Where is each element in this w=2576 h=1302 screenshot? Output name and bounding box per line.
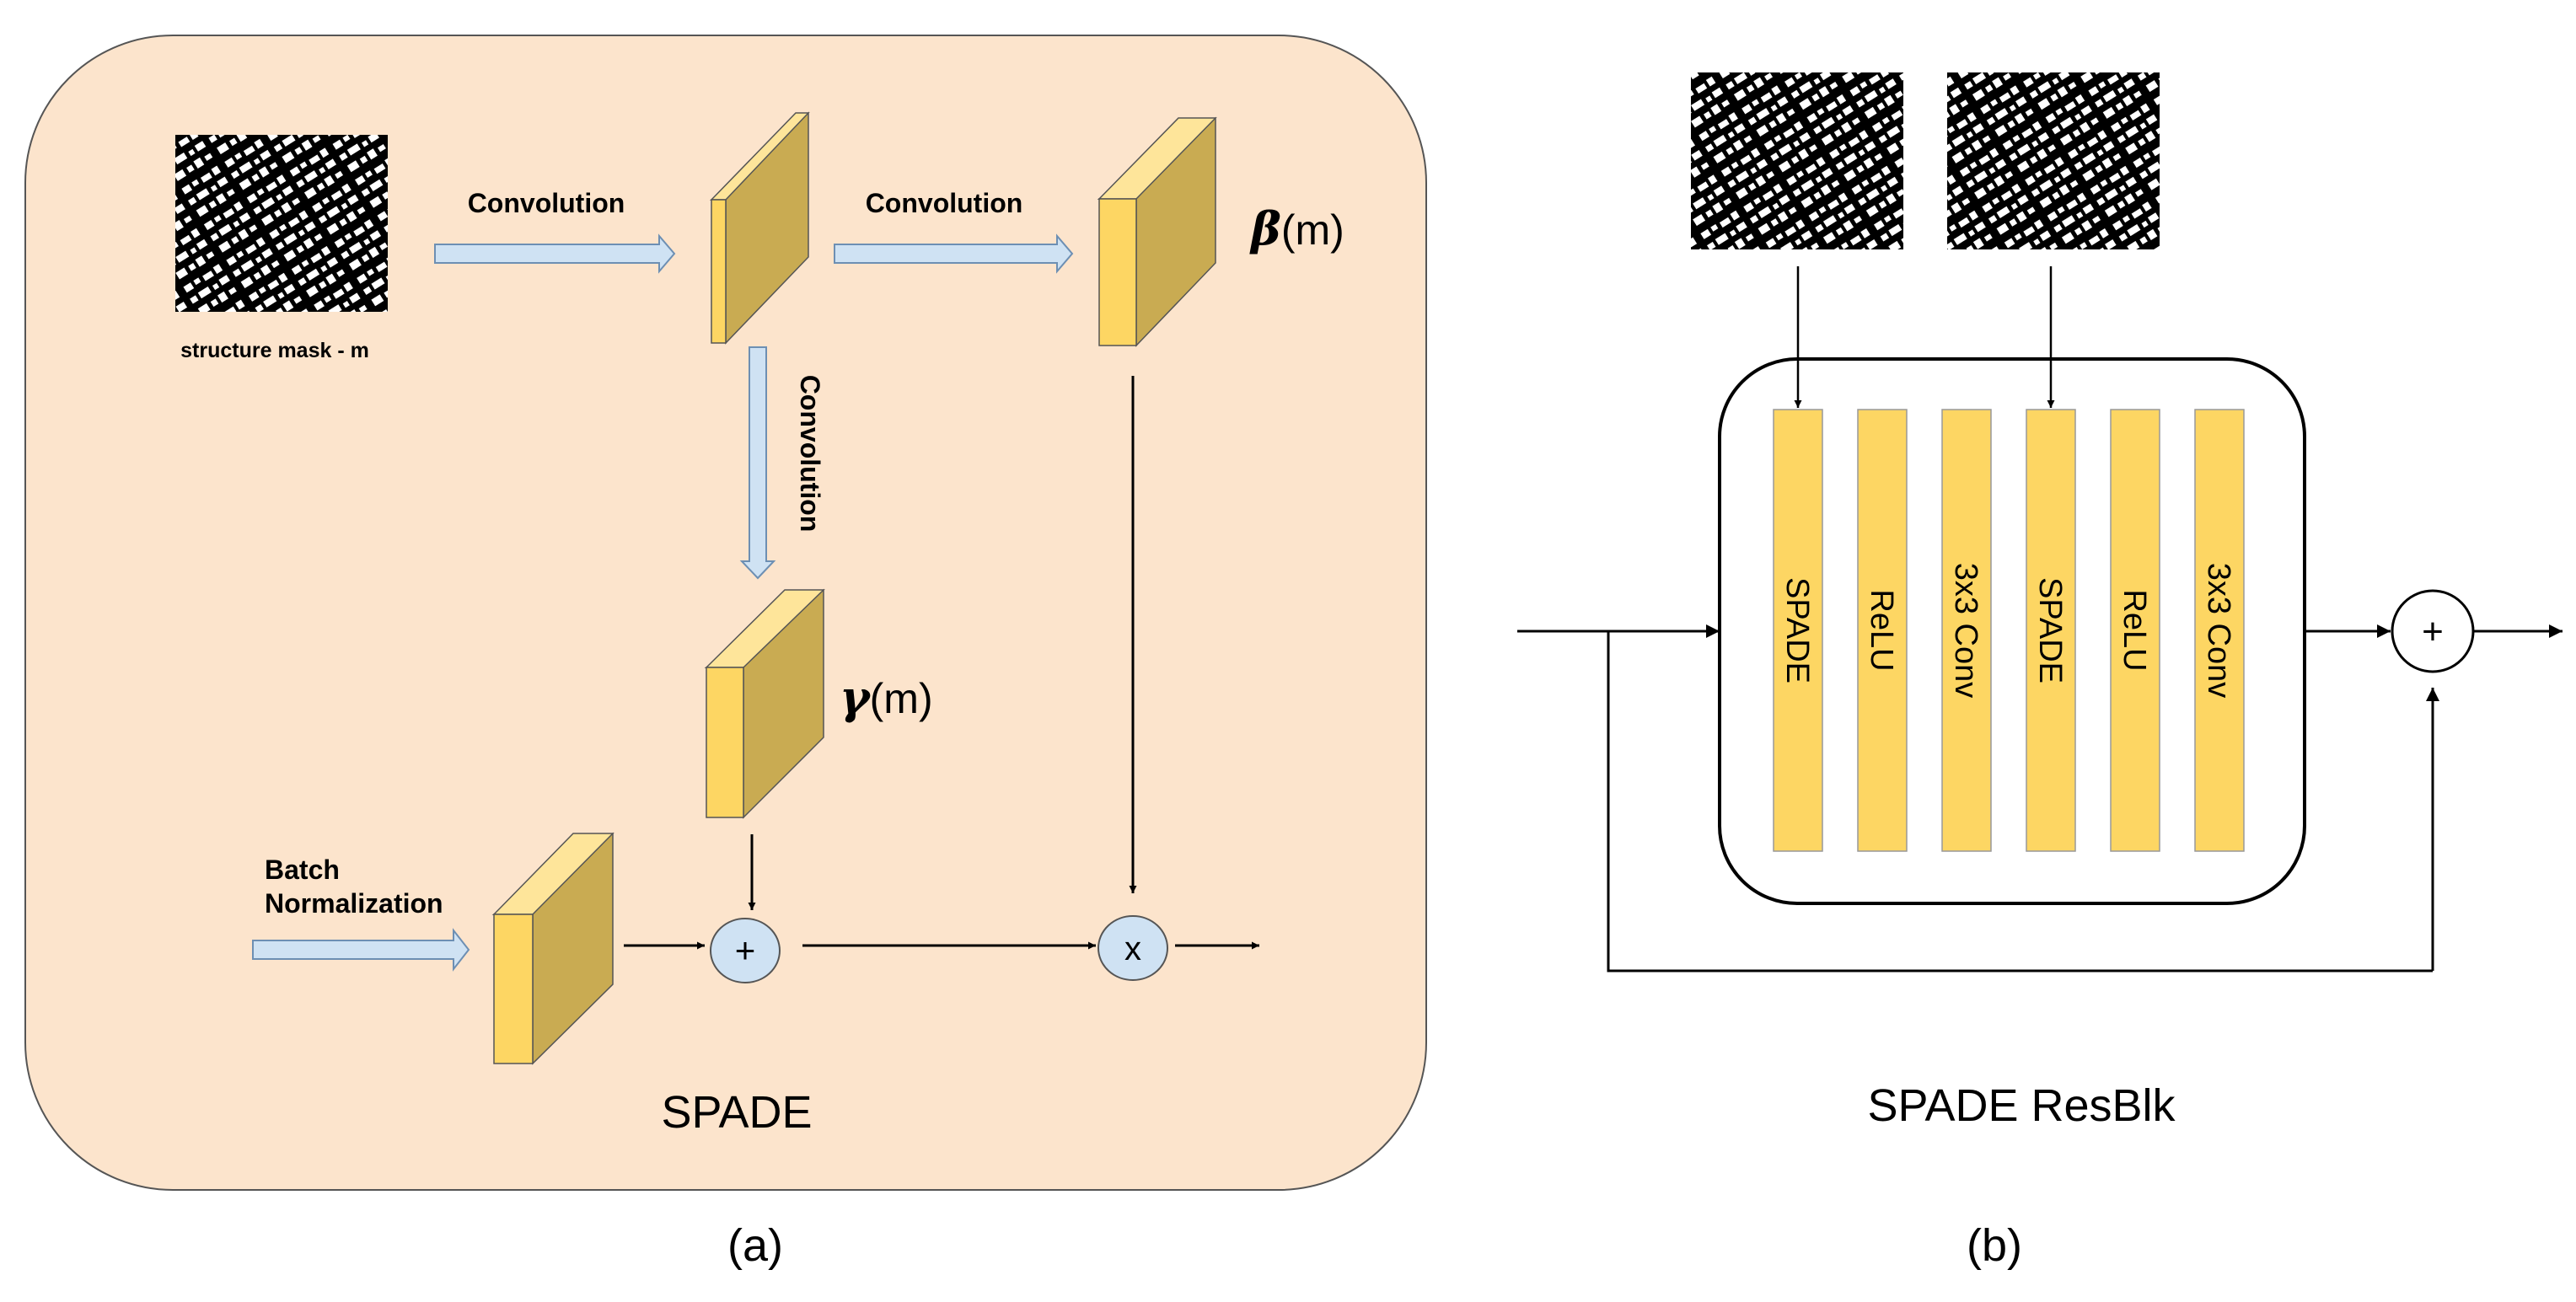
panel-a-title: SPADE	[661, 1087, 812, 1138]
add-node-b: +	[2391, 589, 2475, 673]
convolution-label-2: Convolution	[866, 188, 1023, 218]
structure-mask-label: structure mask - m	[180, 339, 369, 362]
panel-a: structure mask - m Convolution Convoluti…	[24, 35, 1427, 1191]
skip-connection	[1607, 631, 2433, 972]
layer-bar-label: SPADE	[1779, 577, 1815, 683]
batch-normalization-arrow	[252, 928, 470, 972]
input-mask-image-2	[1947, 72, 2160, 249]
layer-bar-label: ReLU	[1864, 589, 1899, 671]
gamma-label: γ(m)	[840, 670, 933, 724]
layer-bar-3: 3x3 Conv	[1941, 409, 1992, 852]
convolution-label-1: Convolution	[468, 188, 625, 218]
svg-text:+: +	[735, 930, 756, 970]
beta-label: β(m)	[1249, 201, 1344, 255]
svg-text:x: x	[1124, 930, 1141, 967]
convolution-arrow-2	[834, 233, 1074, 274]
input-mask-image-1	[1691, 72, 1903, 249]
convolution-arrow-3	[739, 346, 776, 580]
panel-b: SPADE ReLU 3x3 Conv SPADE ReLU 3x3 Conv	[1517, 72, 2563, 1131]
caption-a: (a)	[727, 1220, 783, 1271]
batch-norm-block	[491, 832, 614, 1065]
layer-bar-5: ReLU	[2110, 409, 2160, 852]
panel-a-background	[24, 35, 1427, 1191]
layer-bar-label: ReLU	[2117, 589, 2152, 671]
layer-bar-1: SPADE	[1773, 409, 1823, 852]
caption-b: (b)	[1967, 1220, 2022, 1271]
batch-normalization-label: Batch Normalization	[265, 855, 443, 919]
layer-bar-4: SPADE	[2026, 409, 2076, 852]
layer-bar-2: ReLU	[1857, 409, 1908, 852]
panel-b-title: SPADE ResBlk	[1867, 1080, 2176, 1131]
convolution-arrow-1	[434, 233, 676, 274]
convolution-label-3: Convolution	[795, 375, 825, 533]
layer-bar-label: SPADE	[2032, 577, 2068, 683]
layer-bar-6: 3x3 Conv	[2194, 409, 2245, 852]
gamma-block	[704, 588, 825, 819]
beta-block	[1097, 116, 1217, 347]
svg-text:+: +	[2422, 611, 2444, 652]
feature-block-1	[710, 111, 810, 345]
add-node-a: +	[710, 918, 781, 983]
structure-mask-image	[175, 135, 388, 312]
multiply-node: x	[1097, 915, 1168, 981]
layer-bar-label: 3x3 Conv	[1948, 563, 1983, 699]
layer-bar-label: 3x3 Conv	[2201, 563, 2236, 699]
